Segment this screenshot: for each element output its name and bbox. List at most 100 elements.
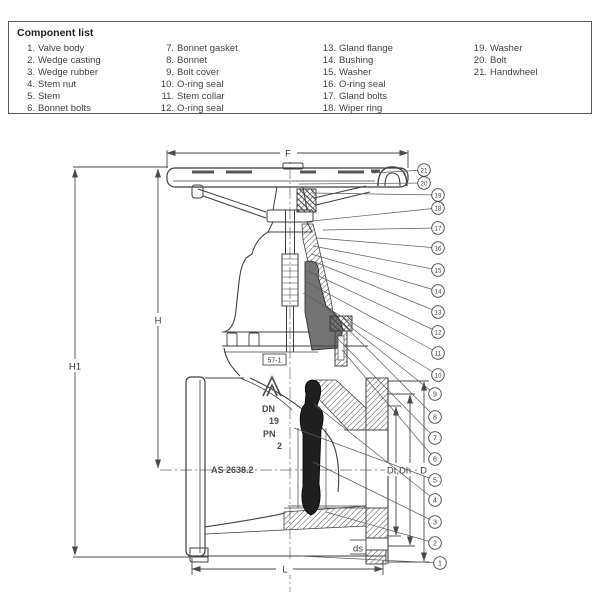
component-label: Stem nut <box>38 79 77 90</box>
callout-leader <box>311 192 439 196</box>
callout-12: 12 <box>307 270 445 339</box>
callout-leader <box>336 337 436 439</box>
component-item: 1.Valve body <box>15 43 101 55</box>
callout-circle <box>431 201 445 215</box>
callout-5: 5 <box>293 427 442 487</box>
label-F: F <box>285 149 291 160</box>
callout-leader <box>341 349 436 460</box>
component-item: 13.Gland flange <box>316 43 393 55</box>
flange-top-section <box>365 377 389 431</box>
callout-1: 1 <box>299 555 447 570</box>
series-tag: 57-1 <box>267 358 281 365</box>
callout-17: 17 <box>322 221 445 235</box>
callout-13: 13 <box>314 261 445 319</box>
avk-logo <box>262 375 282 397</box>
component-item: 14.Bushing <box>316 55 393 67</box>
body-wall-section <box>315 379 367 431</box>
callout-circle <box>428 536 442 550</box>
component-number: 21. <box>473 67 487 78</box>
callout-14: 14 <box>310 253 445 298</box>
handwheel-grip <box>377 166 408 187</box>
label-D: D <box>420 466 427 477</box>
component-number: 12. <box>160 103 174 114</box>
callout-number: 7 <box>433 435 437 442</box>
callout-leader <box>310 253 439 292</box>
callout-circle <box>428 431 442 445</box>
callout-leader <box>307 270 439 333</box>
stem <box>281 210 299 352</box>
component-item: 10.O-ring seal <box>154 79 238 91</box>
component-label: Wiper ring <box>339 103 383 114</box>
callout-6: 6 <box>341 349 442 466</box>
callout-circle <box>431 368 445 382</box>
component-number: 6. <box>27 103 35 114</box>
callout-number: 8 <box>433 414 437 421</box>
callout-circle <box>431 263 445 277</box>
component-label: Bushing <box>339 55 374 66</box>
component-item: 19.Washer <box>467 43 538 55</box>
component-label: O-ring seal <box>339 79 386 90</box>
handwheel-spoke-right <box>313 185 371 206</box>
component-item: 7.Bonnet gasket <box>154 43 238 55</box>
component-label: Stem collar <box>177 91 225 102</box>
valve-body <box>185 347 389 564</box>
handwheel <box>166 162 409 233</box>
component-label: Handwheel <box>490 67 538 78</box>
callout-19: 19 <box>311 188 445 202</box>
callout-leader <box>293 427 436 481</box>
callout-9: 9 <box>347 324 442 401</box>
callout-8: 8 <box>324 305 442 424</box>
callout-number: 19 <box>435 192 442 199</box>
callout-number: 4 <box>433 497 437 504</box>
callout-circle <box>428 473 442 487</box>
callout-number: 17 <box>435 225 442 232</box>
component-number: 10. <box>160 79 174 90</box>
component-label: Bolt cover <box>177 67 220 78</box>
label-L: L <box>282 565 287 576</box>
handwheel-spoke-left <box>197 188 267 219</box>
callout-2: 2 <box>325 511 442 550</box>
component-item: 4.Stem nut <box>15 79 101 91</box>
component-item: 9.Bolt cover <box>154 67 238 79</box>
component-label: Bonnet bolts <box>38 103 91 114</box>
component-label: Stem <box>38 91 61 102</box>
component-label: Washer <box>490 43 523 54</box>
component-label: Bonnet gasket <box>177 43 238 54</box>
body-markings: 57-1 DN 19 PN 2 AS 2638.2 <box>211 353 287 475</box>
callout-number: 18 <box>435 205 442 212</box>
component-number: 19. <box>473 43 487 54</box>
component-label: Wedge casting <box>38 55 101 66</box>
callout-circle <box>431 346 445 360</box>
label-ds: ds <box>353 544 363 555</box>
callout-leader <box>316 237 439 249</box>
component-item: 21.Handwheel <box>467 67 538 79</box>
component-number: 8. <box>166 55 174 66</box>
bonnet-bolt-head <box>226 332 238 347</box>
component-item: 18.Wiper ring <box>316 103 393 115</box>
callout-number: 14 <box>435 288 442 295</box>
pn-value: 2 <box>277 441 282 451</box>
callout-20: 20 <box>298 176 431 190</box>
callout-leader <box>324 305 436 418</box>
component-item: 11.Stem collar <box>154 91 238 103</box>
component-label: Bonnet <box>177 55 208 66</box>
callout-11: 11 <box>304 280 445 360</box>
pipe-bottom-section <box>283 505 367 531</box>
component-number: 7. <box>166 43 174 54</box>
component-item: 2.Wedge casting <box>15 55 101 67</box>
component-number: 11. <box>161 91 174 102</box>
component-item: 20.Bolt <box>467 55 538 67</box>
callout-circle <box>431 221 445 235</box>
component-item: 16.O-ring seal <box>316 79 393 91</box>
component-number: 20. <box>473 55 487 66</box>
callout-leader <box>312 245 439 271</box>
callout-number: 10 <box>435 372 442 379</box>
handwheel-rim <box>166 167 409 188</box>
callout-circle <box>428 452 442 466</box>
dn-value: 19 <box>269 416 279 426</box>
